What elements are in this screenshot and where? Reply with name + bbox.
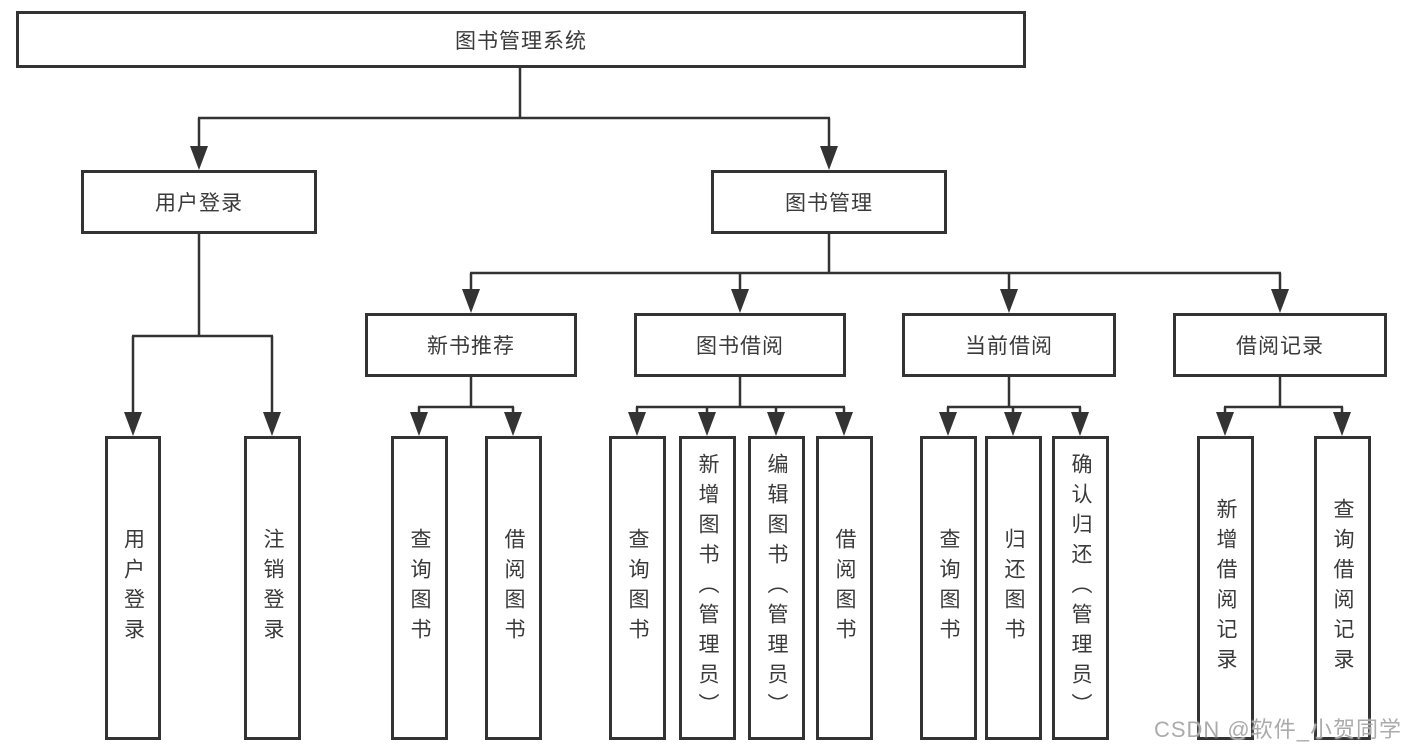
node-book-management: 图书管理	[711, 170, 947, 234]
leaf-borrowmgmt-edit-book-admin-label: 编辑图书（管理员）	[765, 453, 788, 723]
node-book-borrow: 图书借阅	[634, 313, 846, 377]
leaf-records-query-record-label: 查询借阅记录	[1331, 498, 1354, 678]
node-new-book-recommend: 新书推荐	[365, 313, 577, 377]
leaf-current-query-book: 查询图书	[920, 436, 977, 740]
leaf-borrowmgmt-query-book-label: 查询图书	[626, 528, 649, 648]
node-current-borrow: 当前借阅	[902, 313, 1116, 377]
node-user-login-group-label: 用户登录	[155, 192, 243, 215]
leaf-current-return-book-label: 归还图书	[1002, 528, 1025, 648]
leaf-recommend-borrow-book-label: 借阅图书	[502, 528, 525, 648]
leaf-user-login: 用户登录	[105, 436, 161, 740]
leaf-borrowmgmt-edit-book-admin: 编辑图书（管理员）	[748, 436, 805, 740]
leaf-records-add-record: 新增借阅记录	[1197, 436, 1254, 740]
leaf-logout-label: 注销登录	[261, 528, 284, 648]
leaf-borrowmgmt-borrow-book: 借阅图书	[816, 436, 873, 740]
node-borrow-records: 借阅记录	[1173, 313, 1387, 377]
leaf-records-query-record: 查询借阅记录	[1314, 436, 1371, 740]
leaf-current-query-book-label: 查询图书	[937, 528, 960, 648]
node-book-borrow-label: 图书借阅	[696, 335, 784, 358]
leaf-user-login-label: 用户登录	[121, 528, 145, 648]
leaf-current-confirm-return-admin: 确认归还（管理员）	[1052, 436, 1109, 740]
leaf-current-confirm-return-admin-label: 确认归还（管理员）	[1069, 453, 1092, 723]
arrowheads	[124, 146, 1351, 436]
leaf-borrowmgmt-query-book: 查询图书	[609, 436, 666, 740]
leaf-recommend-query-book: 查询图书	[391, 436, 448, 740]
leaf-records-add-record-label: 新增借阅记录	[1214, 498, 1237, 678]
node-root-label: 图书管理系统	[455, 29, 587, 53]
leaf-current-return-book: 归还图书	[985, 436, 1042, 740]
node-root: 图书管理系统	[16, 11, 1026, 68]
leaf-borrowmgmt-borrow-book-label: 借阅图书	[833, 528, 856, 648]
leaf-recommend-query-book-label: 查询图书	[408, 528, 431, 648]
leaf-borrowmgmt-add-book-admin-label: 新增图书（管理员）	[696, 453, 719, 723]
node-user-login-group: 用户登录	[81, 170, 317, 234]
node-current-borrow-label: 当前借阅	[965, 335, 1053, 358]
leaf-recommend-borrow-book: 借阅图书	[485, 436, 542, 740]
leaf-logout: 注销登录	[244, 436, 301, 740]
node-book-management-label: 图书管理	[785, 192, 873, 215]
watermark: CSDN @软件_小贺同学	[1153, 717, 1402, 742]
leaf-borrowmgmt-add-book-admin: 新增图书（管理员）	[679, 436, 736, 740]
node-new-book-recommend-label: 新书推荐	[427, 335, 515, 358]
node-borrow-records-label: 借阅记录	[1236, 335, 1324, 358]
